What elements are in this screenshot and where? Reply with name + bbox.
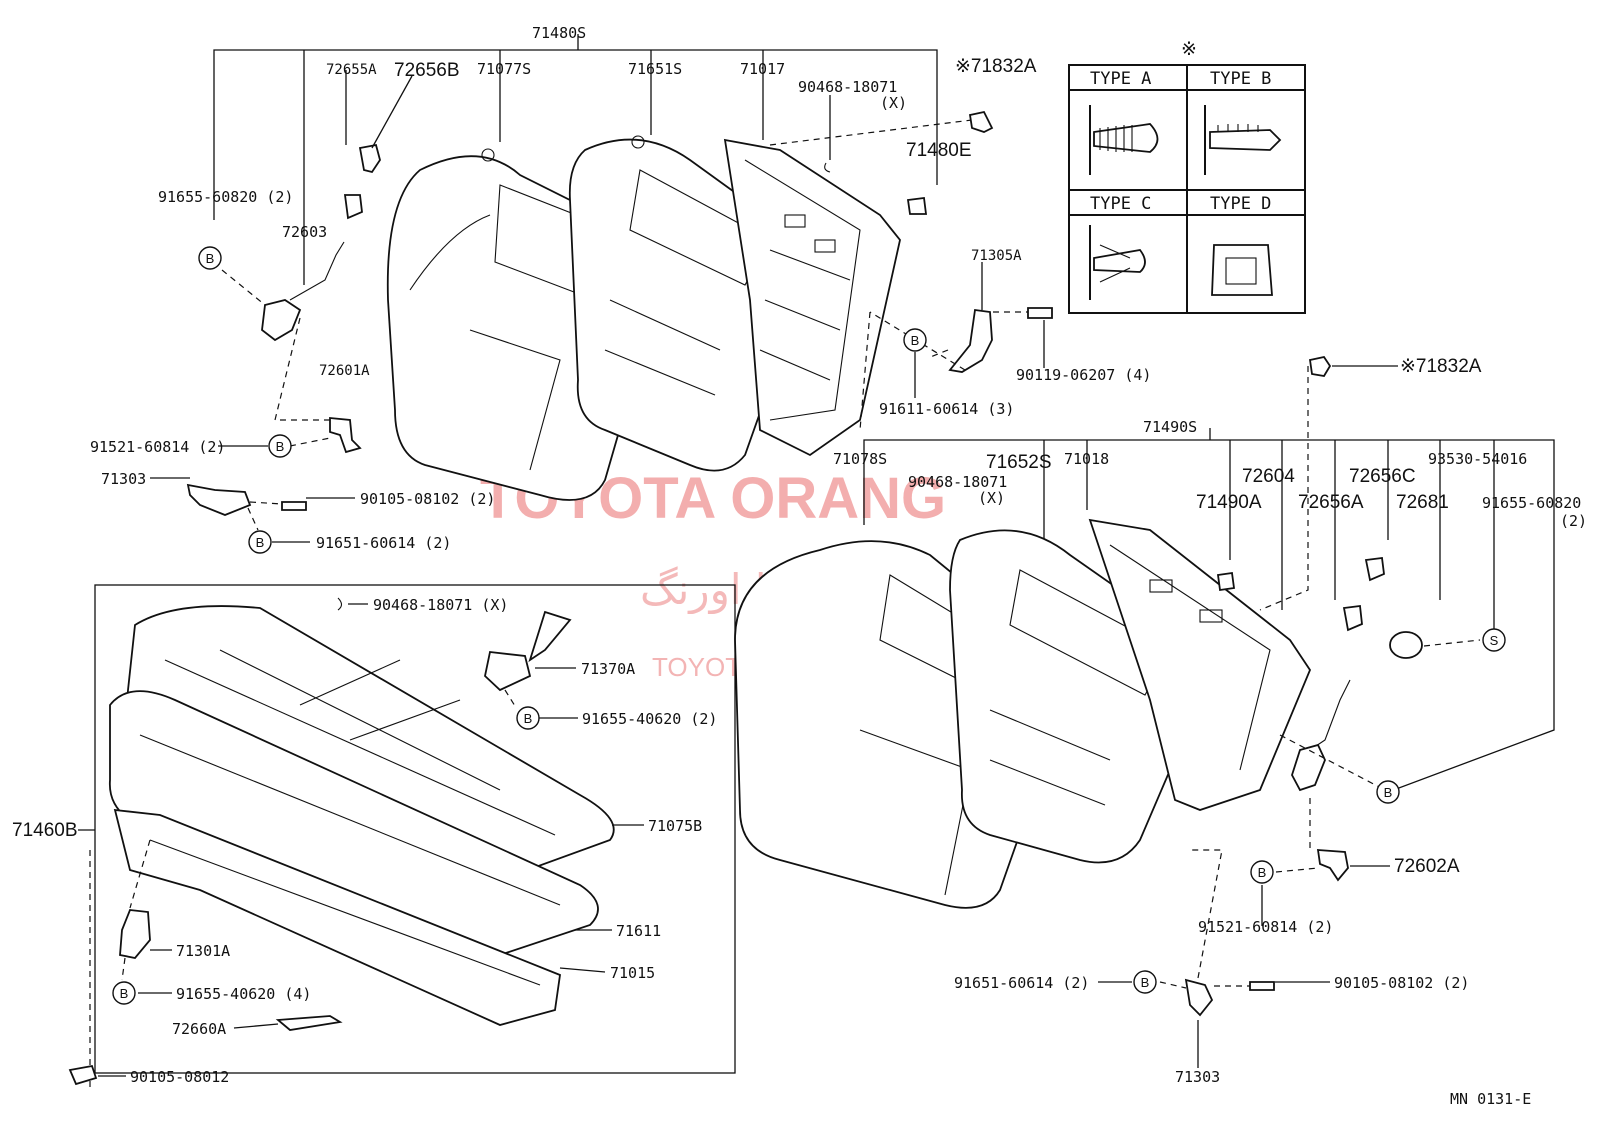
label-71303-right: 71303	[1175, 1068, 1220, 1086]
svg-text:B: B	[1384, 785, 1393, 800]
label-71305A: 71305A	[971, 248, 1022, 264]
svg-text:B: B	[911, 333, 920, 348]
bubble-b-5: B	[516, 706, 540, 730]
type-a-clip-icon	[1089, 105, 1159, 175]
label-90468-18071-top: 90468-18071	[798, 78, 897, 96]
svg-text:B: B	[256, 535, 265, 550]
label-91521-60814-right: 91521-60814 (2)	[1198, 918, 1333, 936]
bubble-s-1: S	[1482, 628, 1506, 652]
label-72601A: 72601A	[319, 363, 370, 379]
label-72655A: 72655A	[326, 62, 377, 78]
seatback-right-assembly	[734, 518, 1312, 909]
label-71077S: 71077S	[477, 60, 531, 78]
label-x-top: (X)	[880, 94, 907, 112]
label-91655-40620-bottom: 91655-40620 (4)	[176, 985, 311, 1003]
fasteners-right	[1098, 355, 1481, 1068]
type-c-header: TYPE C	[1090, 194, 1151, 214]
label-71017: 71017	[740, 60, 785, 78]
label-90105-08012: 90105-08012	[130, 1068, 229, 1086]
svg-text:B: B	[206, 251, 215, 266]
label-71611: 71611	[616, 922, 661, 940]
svg-text:S: S	[1490, 633, 1499, 648]
type-c-clip-icon	[1089, 225, 1146, 300]
type-b-clip-icon	[1204, 105, 1282, 175]
label-72656C: 72656C	[1349, 466, 1416, 487]
svg-text:B: B	[120, 986, 129, 1001]
label-71301A: 71301A	[176, 942, 230, 960]
bracket-71490S	[863, 428, 1555, 793]
part-labels: 71480S 72655A 72656B 71077S 71651S 71017…	[12, 24, 1587, 1108]
bubble-b-4: B	[903, 328, 927, 352]
label-91611-60614: 91611-60614 (3)	[879, 400, 1014, 418]
label-71832A-top: ※71832A	[955, 56, 1037, 77]
label-71480S: 71480S	[532, 24, 586, 42]
diagram-code: MN 0131-E	[1450, 1090, 1531, 1108]
type-table: ※ TYPE A TYPE B TYPE C TYPE D	[1068, 39, 1306, 314]
label-90468-18071-cushion: 90468-18071 (X)	[373, 596, 508, 614]
type-d-clip-icon	[1211, 244, 1273, 296]
label-71480E: 71480E	[906, 140, 972, 161]
label-71832A-right: ※71832A	[1400, 356, 1482, 377]
label-91655-60820-left: 91655-60820 (2)	[158, 188, 293, 206]
svg-text:B: B	[276, 439, 285, 454]
label-71075B: 71075B	[648, 817, 702, 835]
label-72656A: 72656A	[1298, 492, 1364, 513]
svg-text:B: B	[1258, 865, 1267, 880]
label-71651S: 71651S	[628, 60, 682, 78]
label-71078S: 71078S	[833, 450, 887, 468]
cushion-box	[78, 584, 736, 1090]
label-71460B: 71460B	[12, 820, 78, 841]
svg-text:B: B	[524, 711, 533, 726]
label-72681: 72681	[1396, 492, 1449, 513]
label-91651-60614-left: 91651-60614 (2)	[316, 534, 451, 552]
label-91521-60814-left: 91521-60814 (2)	[90, 438, 225, 456]
label-72603: 72603	[282, 223, 327, 241]
label-90105-08102-right: 90105-08102 (2)	[1334, 974, 1469, 992]
cushion-leaders	[98, 603, 644, 1077]
type-d-header: TYPE D	[1210, 194, 1271, 214]
bubble-b-1: B	[198, 246, 222, 270]
bubble-b-8: B	[1250, 860, 1274, 884]
svg-text:B: B	[1141, 975, 1150, 990]
label-90468-18071-mid: 90468-18071	[908, 473, 1007, 491]
label-90119-06207: 90119-06207 (4)	[1016, 366, 1151, 384]
bubble-b-6: B	[112, 981, 136, 1005]
label-71303-left: 71303	[101, 470, 146, 488]
type-table-marker: ※	[1181, 39, 1197, 60]
label-72604: 72604	[1242, 466, 1295, 487]
type-a-header: TYPE A	[1090, 69, 1151, 89]
label-71490S: 71490S	[1143, 418, 1197, 436]
label-72660A: 72660A	[172, 1020, 226, 1038]
label-72602A: 72602A	[1394, 856, 1460, 877]
label-71018: 71018	[1064, 450, 1109, 468]
label-93530-54016: 93530-54016	[1428, 450, 1527, 468]
label-71015: 71015	[610, 964, 655, 982]
label-91651-60614-right: 91651-60614 (2)	[954, 974, 1089, 992]
cushion-assembly	[68, 597, 615, 1086]
label-71652S: 71652S	[986, 452, 1052, 473]
seatback-left-assembly	[386, 135, 901, 501]
label-x-mid: (X)	[978, 489, 1005, 507]
label-91655-60820-right: 91655-60820	[1482, 494, 1581, 512]
leaders-top-left	[150, 70, 413, 543]
bracket-71480S	[213, 34, 938, 285]
label-91655-40620-top: 91655-40620 (2)	[582, 710, 717, 728]
callout-bubbles: B B B B B B B B B S	[112, 246, 1506, 1005]
bubble-b-9: B	[1133, 970, 1157, 994]
type-b-header: TYPE B	[1210, 69, 1271, 89]
bubble-b-7: B	[1376, 780, 1400, 804]
fasteners-top-left	[186, 143, 381, 516]
label-72656B: 72656B	[394, 60, 460, 81]
label-71490A: 71490A	[1196, 492, 1262, 513]
bubble-b-3: B	[248, 530, 272, 554]
label-91655-60820-right-qty: (2)	[1560, 512, 1587, 530]
label-71370A: 71370A	[581, 660, 635, 678]
fasteners-top-right	[769, 95, 1053, 431]
bubble-b-2: B	[268, 434, 292, 458]
label-90105-08102-left: 90105-08102 (2)	[360, 490, 495, 508]
